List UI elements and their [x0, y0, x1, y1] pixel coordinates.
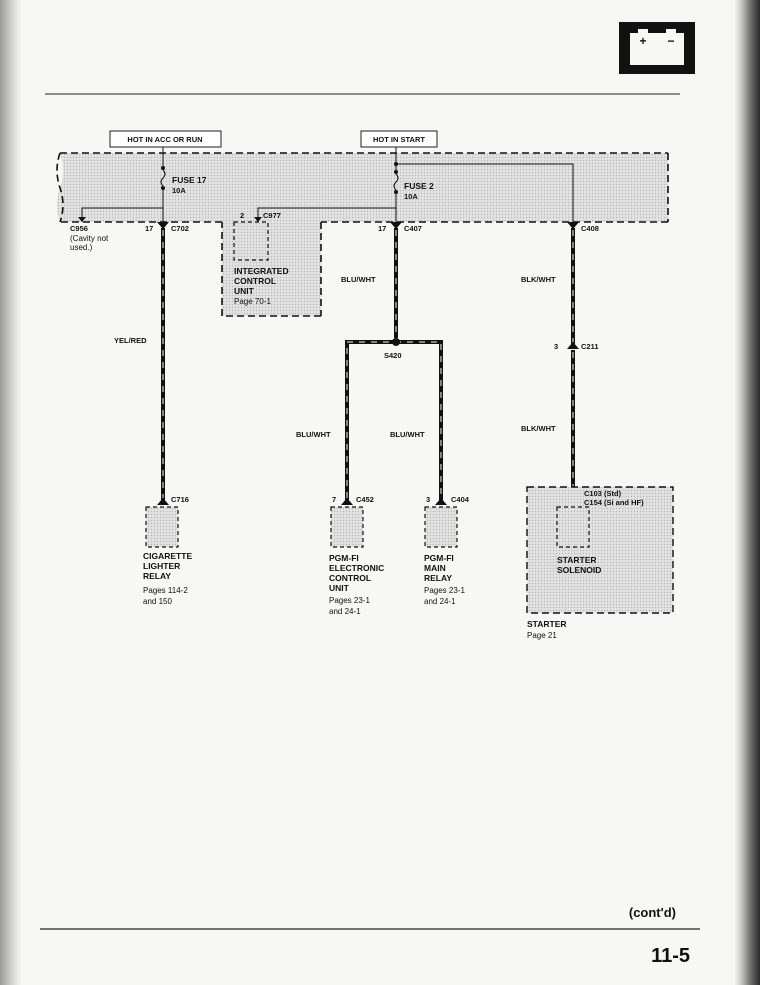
fuse-2-rating: 10A [404, 192, 418, 201]
svg-text:Pages 23-1: Pages 23-1 [329, 596, 370, 605]
wire-stripes [162, 230, 574, 498]
wire-label-blk-wht-top: BLK/WHT [521, 275, 556, 284]
svg-text:Page 70-1: Page 70-1 [234, 297, 271, 306]
fuse-17-name: FUSE 17 [172, 175, 207, 185]
cigarette-lighter-relay-box [145, 506, 179, 548]
hot-acc-run-label: HOT IN ACC OR RUN [109, 130, 222, 148]
c956-note-2: used.) [70, 243, 93, 252]
continued-label: (cont'd) [629, 905, 676, 920]
c404-label: C404 [451, 495, 470, 504]
svg-text:Pages 114-2: Pages 114-2 [143, 586, 188, 595]
c977-terminal [254, 217, 262, 222]
svg-text:and 24-1: and 24-1 [424, 597, 456, 606]
battery-plus-sign: + [639, 34, 646, 48]
c702-pin: 17 [145, 224, 153, 233]
starter-solenoid-label: STARTER SOLENOID [557, 555, 601, 575]
c452-label: C452 [356, 495, 374, 504]
svg-text:CONTROL: CONTROL [234, 276, 276, 286]
c716-label: C716 [171, 495, 189, 504]
pgm-fi-main-relay-label: PGM-FI MAIN RELAY Pages 23-1 and 24-1 [424, 553, 465, 606]
wire-label-blk-wht-bottom: BLK/WHT [521, 424, 556, 433]
svg-text:MAIN: MAIN [424, 563, 446, 573]
svg-text:STARTER: STARTER [527, 619, 567, 629]
fuse-17-rating: 10A [172, 186, 186, 195]
svg-text:Pages 23-1: Pages 23-1 [424, 586, 465, 595]
c404-pin: 3 [426, 495, 430, 504]
svg-text:Page 21: Page 21 [527, 631, 557, 640]
svg-text:ELECTRONIC: ELECTRONIC [329, 563, 384, 573]
pgm-fi-ecu-label: PGM-FI ELECTRONIC CONTROL UNIT Pages 23-… [329, 553, 384, 616]
battery-minus-sign: − [667, 34, 674, 48]
c452-pin: 7 [332, 495, 336, 504]
svg-text:PGM-FI: PGM-FI [424, 553, 454, 563]
cigarette-lighter-relay-label: CIGARETTE LIGHTER RELAY Pages 114-2 and … [143, 551, 192, 606]
svg-text:RELAY: RELAY [424, 573, 452, 583]
svg-text:LIGHTER: LIGHTER [143, 561, 180, 571]
svg-text:and 150: and 150 [143, 597, 172, 606]
c956-note-1: (Cavity not [70, 234, 109, 243]
c211-label: C211 [581, 342, 599, 351]
svg-text:UNIT: UNIT [329, 583, 350, 593]
c956-terminal [78, 217, 86, 222]
page-edge-shadow-right [734, 0, 760, 985]
wire-label-yel-red: YEL/RED [114, 336, 147, 345]
hot-start-label: HOT IN START [360, 130, 438, 148]
splice-s420 [392, 338, 400, 346]
c408-label: C408 [581, 224, 599, 233]
svg-text:STARTER: STARTER [557, 555, 597, 565]
c408-branch-wire [396, 163, 574, 222]
integrated-control-unit-box [233, 221, 269, 261]
starter-solenoid-box [556, 506, 590, 548]
connector-chevrons [157, 222, 579, 505]
pgm-fi-main-relay-box [424, 506, 458, 548]
fuse-17: FUSE 17 10A [160, 147, 207, 222]
starter-label: STARTER Page 21 [527, 619, 567, 640]
icu-label: INTEGRATED CONTROL UNIT Page 70-1 [234, 266, 289, 306]
svg-text:CIGARETTE: CIGARETTE [143, 551, 192, 561]
starter-box [526, 486, 674, 614]
svg-text:RELAY: RELAY [143, 571, 171, 581]
wire-blu-wht-split [345, 340, 443, 500]
svg-text:HOT IN START: HOT IN START [373, 135, 425, 144]
svg-text:UNIT: UNIT [234, 286, 255, 296]
wire-label-blu-wht-right: BLU/WHT [390, 430, 425, 439]
splice-dot [394, 162, 398, 166]
under-dash-fuse-box [57, 153, 668, 316]
fuse-box-outline [56, 152, 669, 317]
c154-label: C154 (Si and HF) [584, 498, 644, 507]
c407-pin: 17 [378, 224, 386, 233]
c977-label: C977 [263, 211, 281, 220]
svg-text:INTEGRATED: INTEGRATED [234, 266, 289, 276]
wire-label-blu-wht-left: BLU/WHT [296, 430, 331, 439]
s420-label: S420 [384, 351, 402, 360]
c211-pin: 3 [554, 342, 558, 351]
c956-label: C956 [70, 224, 88, 233]
svg-text:and 24-1: and 24-1 [329, 607, 361, 616]
c103-label: C103 (Std) [584, 489, 622, 498]
c702-label: C702 [171, 224, 189, 233]
svg-text:HOT IN ACC OR RUN: HOT IN ACC OR RUN [127, 135, 202, 144]
wire-label-blu-wht-main: BLU/WHT [341, 275, 376, 284]
svg-text:PGM-FI: PGM-FI [329, 553, 359, 563]
page-edge-shadow-left [0, 0, 22, 985]
c407-label: C407 [404, 224, 422, 233]
fuse-2-name: FUSE 2 [404, 181, 434, 191]
svg-text:SOLENOID: SOLENOID [557, 565, 601, 575]
battery-icon: + − [619, 22, 695, 74]
pgm-fi-ecu-box [330, 506, 364, 548]
c977-pin: 2 [240, 211, 244, 220]
page-number: 11-5 [651, 945, 690, 967]
svg-text:CONTROL: CONTROL [329, 573, 371, 583]
